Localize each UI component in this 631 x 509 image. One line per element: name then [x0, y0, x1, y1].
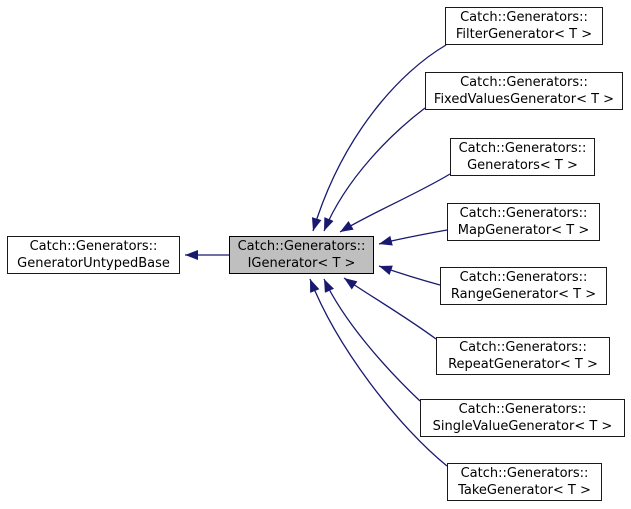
- node-label-line1: Catch::Generators::: [458, 141, 587, 156]
- node-label-line1: Catch::Generators::: [460, 75, 588, 90]
- node-igenerator-current: Catch::Generators:: IGenerator< T >: [229, 236, 374, 274]
- node-label-line2: FilterGenerator< T >: [455, 27, 593, 42]
- node-label-line2: MapGenerator< T >: [457, 223, 590, 238]
- node-label-line2: Generators< T >: [467, 158, 578, 173]
- node-label-line1: Catch::Generators::: [460, 10, 588, 25]
- node-label-line1: Catch::Generators::: [460, 466, 589, 481]
- node-label-line1: Catch::Generators::: [459, 270, 588, 285]
- edge-filter-to-igenerator: [311, 44, 447, 232]
- edge-repeat-to-igenerator: [343, 277, 437, 340]
- node-label-line2: GeneratorUntypedBase: [17, 256, 170, 271]
- node-generator-untyped-base[interactable]: Catch::Generators:: GeneratorUntypedBase: [7, 236, 180, 274]
- node-label-line1: Catch::Generators::: [237, 239, 366, 254]
- node-filter-generator[interactable]: Catch::Generators:: FilterGenerator< T >: [445, 7, 603, 45]
- edge-singlevalue-to-igenerator: [323, 278, 421, 402]
- edge-take-to-igenerator: [309, 278, 448, 467]
- edge-map-to-igenerator: [378, 229, 448, 246]
- node-generators[interactable]: Catch::Generators:: Generators< T >: [450, 138, 595, 176]
- node-single-value-generator[interactable]: Catch::Generators:: SingleValueGenerator…: [420, 399, 625, 437]
- node-take-generator[interactable]: Catch::Generators:: TakeGenerator< T >: [447, 463, 602, 501]
- node-map-generator[interactable]: Catch::Generators:: MapGenerator< T >: [447, 203, 600, 241]
- edge-generators-to-igenerator: [339, 173, 451, 233]
- node-label-line2: FixedValuesGenerator< T >: [433, 92, 615, 107]
- edge-range-to-igenerator: [378, 265, 441, 286]
- node-range-generator[interactable]: Catch::Generators:: RangeGenerator< T >: [440, 267, 607, 305]
- node-fixed-values-generator[interactable]: Catch::Generators:: FixedValuesGenerator…: [425, 72, 623, 110]
- node-label-line1: Catch::Generators::: [459, 340, 587, 355]
- node-label-line2: RangeGenerator< T >: [450, 287, 597, 302]
- node-repeat-generator[interactable]: Catch::Generators:: RepeatGenerator< T >: [436, 337, 610, 375]
- node-label-line1: Catch::Generators::: [458, 402, 587, 417]
- node-label-line1: Catch::Generators::: [29, 239, 158, 254]
- node-label-line2: IGenerator< T >: [247, 256, 356, 271]
- edge-fixedvalues-to-igenerator: [323, 107, 426, 232]
- node-label-line2: RepeatGenerator< T >: [448, 357, 598, 372]
- node-label-line1: Catch::Generators::: [459, 206, 588, 221]
- node-label-line2: TakeGenerator< T >: [458, 483, 591, 498]
- node-label-line2: SingleValueGenerator< T >: [432, 419, 613, 434]
